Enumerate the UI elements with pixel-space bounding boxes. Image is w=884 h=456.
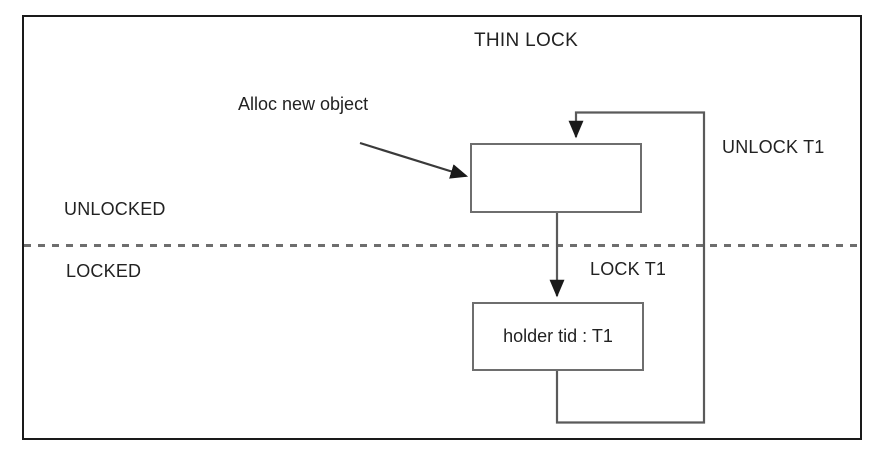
alloc-new-object-label: Alloc new object bbox=[238, 94, 369, 114]
page-title: THIN LOCK bbox=[474, 30, 579, 51]
region-label-unlocked: UNLOCKED bbox=[64, 199, 166, 219]
node-unlocked-object bbox=[470, 143, 642, 213]
diagram-frame bbox=[22, 15, 862, 440]
region-label-locked: LOCKED bbox=[66, 261, 142, 281]
edge-label-lock-t1: LOCK T1 bbox=[590, 259, 667, 279]
alloc-arrow-line bbox=[359, 141, 469, 179]
unlock-feedback-path bbox=[555, 111, 706, 424]
edge-label-unlock-t1: UNLOCK T1 bbox=[722, 137, 825, 157]
node-holder-tid-label: holder tid : T1 bbox=[503, 326, 613, 346]
node-holder-tid: holder tid : T1 bbox=[472, 302, 644, 371]
